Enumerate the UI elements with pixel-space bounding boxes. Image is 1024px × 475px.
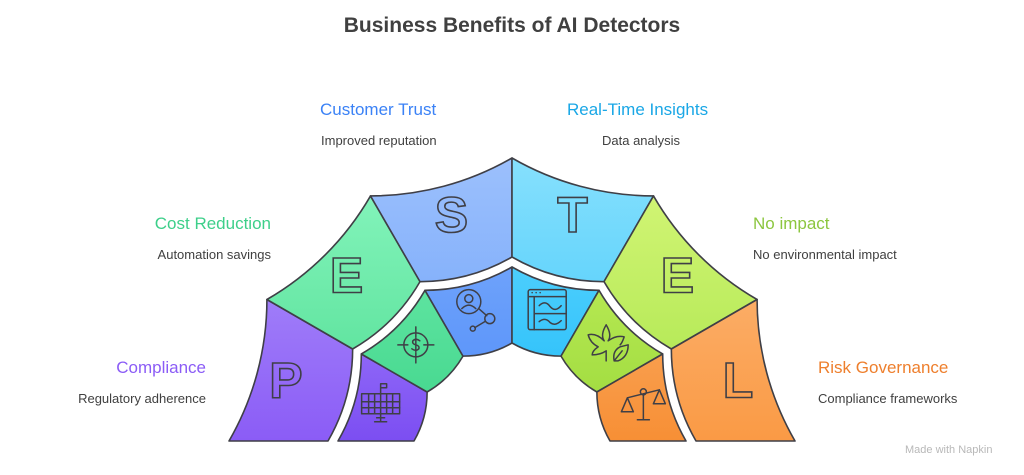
sub-customer-trust: Improved reputation <box>321 133 437 148</box>
label-cost-reduction: Cost Reduction <box>154 214 271 233</box>
sub-risk-governance: Compliance frameworks <box>818 391 958 406</box>
inner-segment-5 <box>596 353 687 442</box>
letter-t: T <box>557 187 588 243</box>
sub-compliance: Regulatory adherence <box>78 391 206 406</box>
label-compliance: Compliance <box>116 358 206 377</box>
user-network-icon <box>456 288 496 332</box>
leaf-icon <box>587 324 629 362</box>
letter-p: P <box>269 352 302 408</box>
sub-cost-reduction: Automation savings <box>157 247 271 262</box>
dollar-target-icon <box>397 326 435 364</box>
label-no-impact: No impact <box>753 214 830 233</box>
label-customer-trust: Customer Trust <box>320 100 437 119</box>
diagram-title: Business Benefits of AI Detectors <box>343 14 681 37</box>
letter-e: E <box>661 248 694 304</box>
label-real-time-insights: Real-Time Insights <box>567 100 709 119</box>
label-risk-governance: Risk Governance <box>818 358 949 377</box>
outer-segment-5 <box>670 298 796 442</box>
balance-scale-icon <box>620 388 667 421</box>
letter-s: S <box>435 187 468 243</box>
sub-no-impact: No environmental impact <box>753 247 897 262</box>
watermark: Made with Napkin <box>905 444 993 456</box>
government-building-icon <box>360 383 401 423</box>
letter-l: L <box>723 352 754 408</box>
letter-e: E <box>330 248 363 304</box>
sub-real-time-insights: Data analysis <box>602 133 681 148</box>
data-dashboard-icon <box>527 288 567 331</box>
